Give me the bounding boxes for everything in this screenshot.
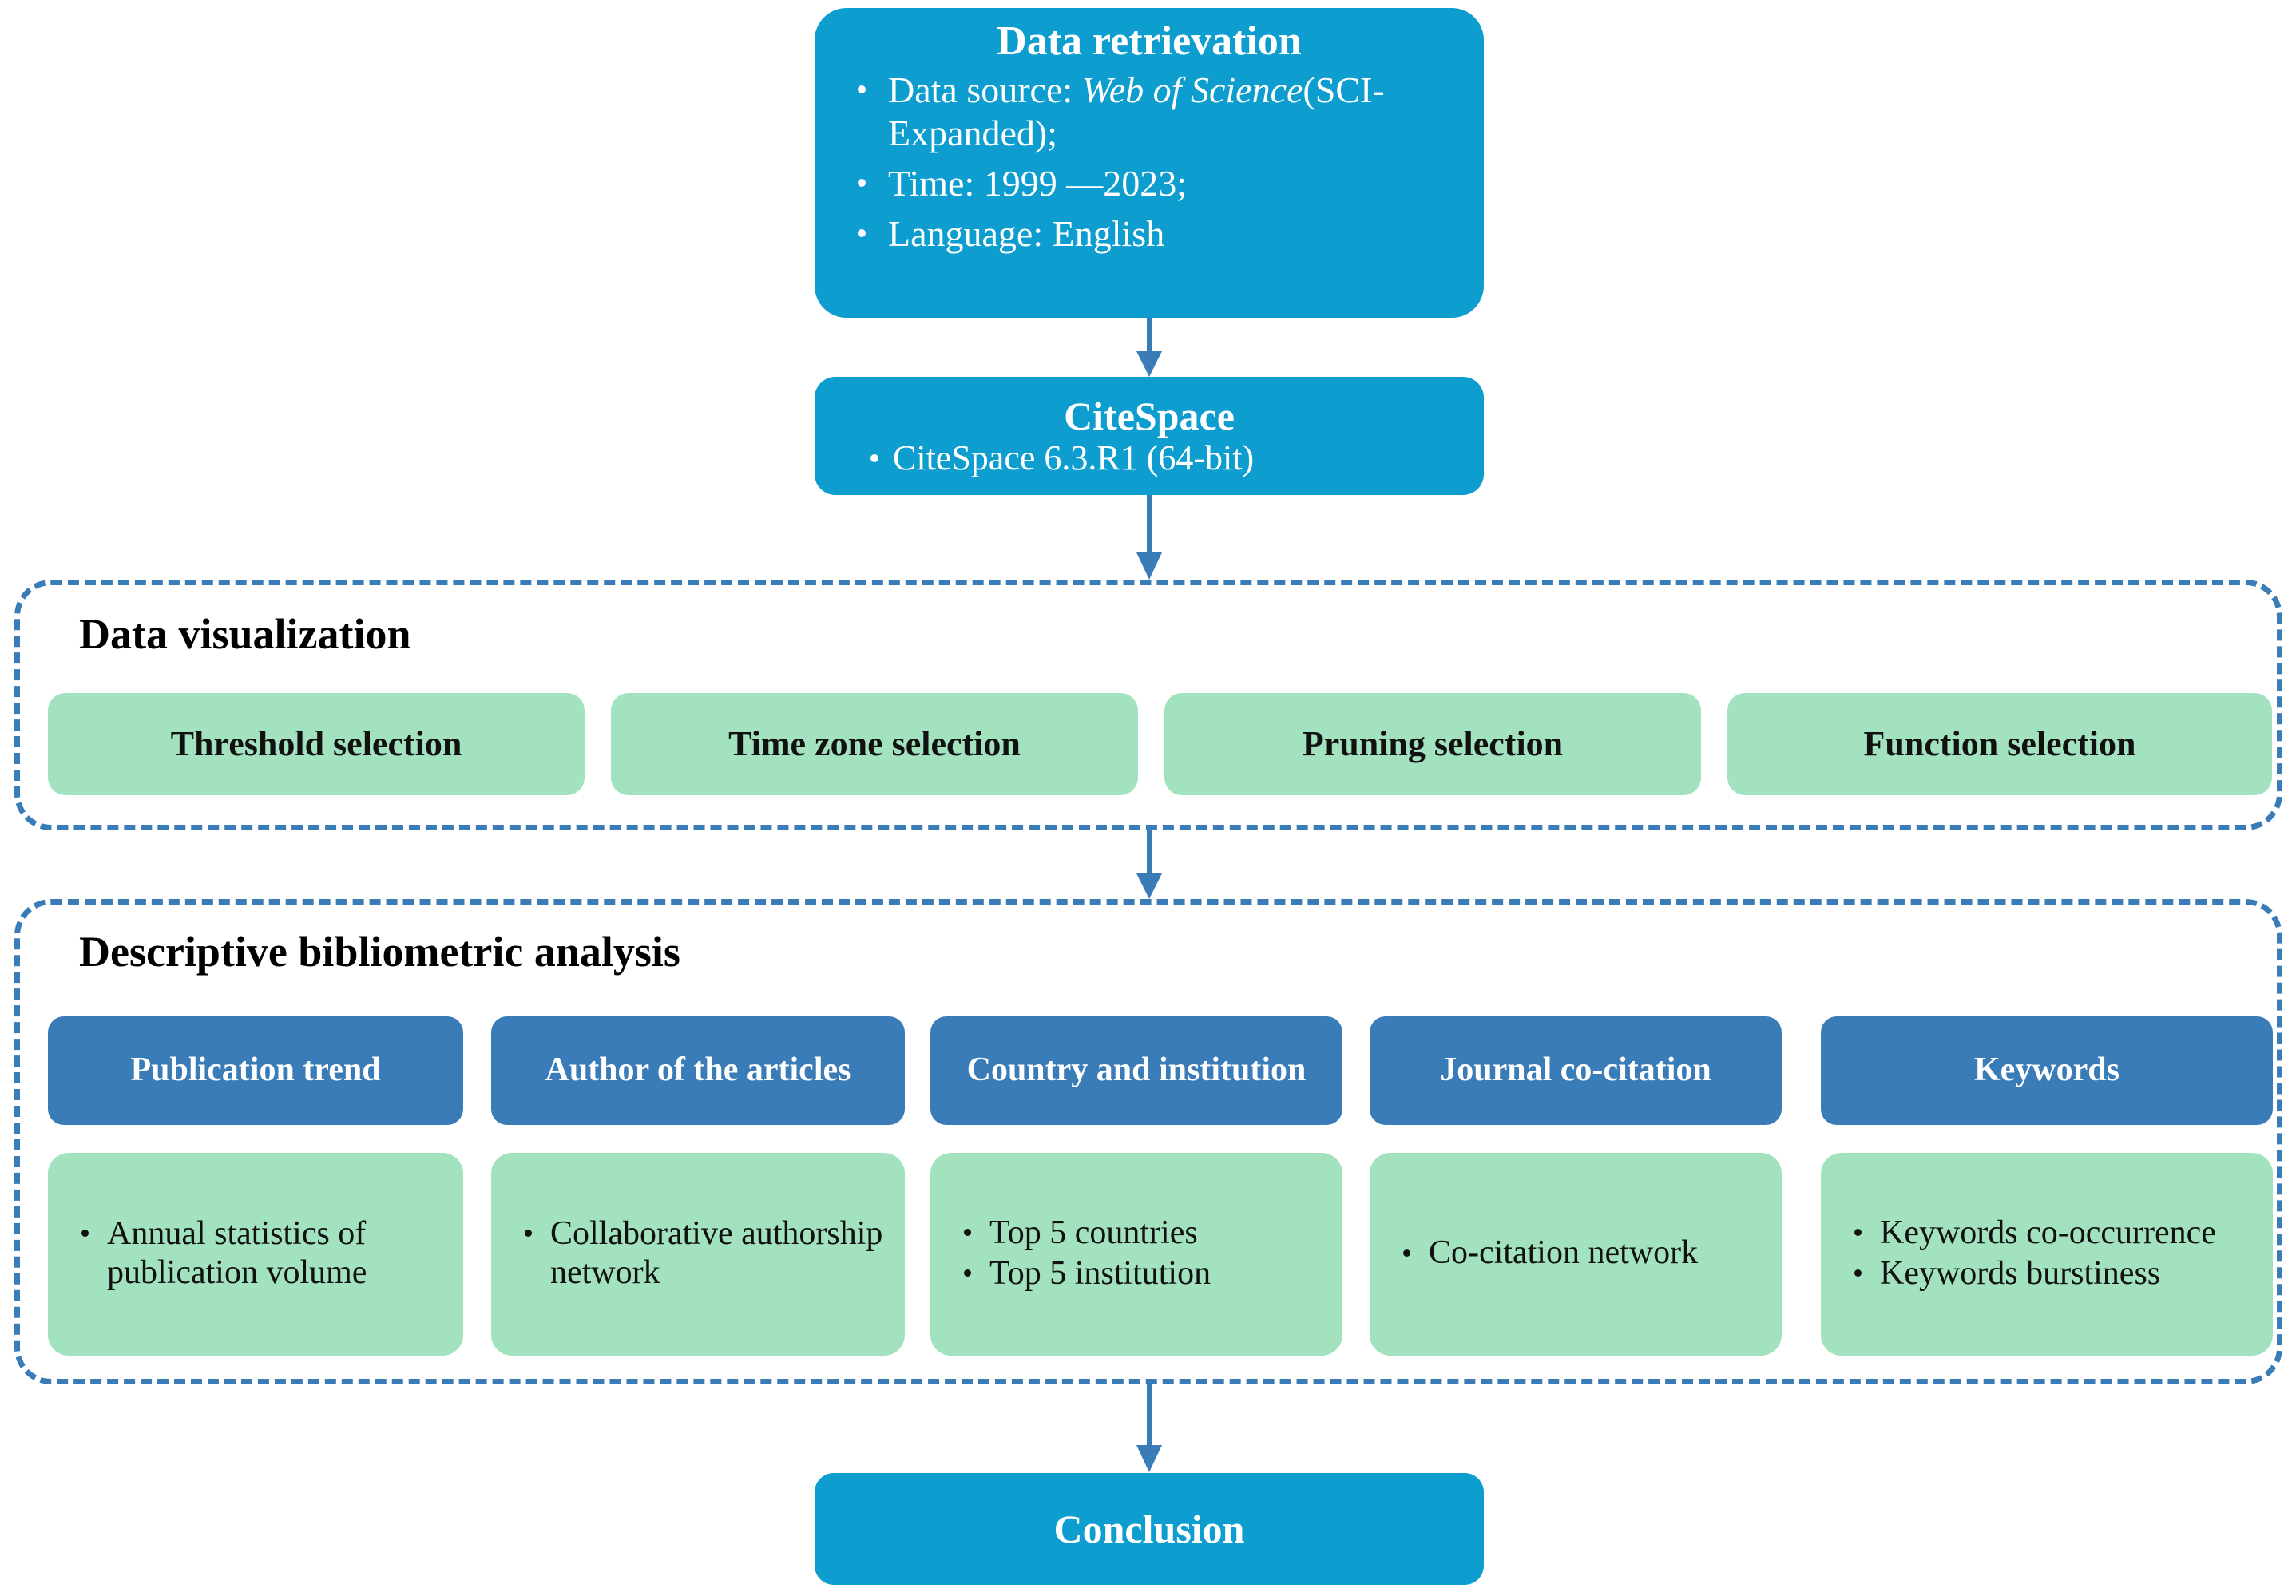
list-item: Collaborative authorship network xyxy=(498,1214,898,1293)
node-author-of-articles-body[interactable]: Collaborative authorship network xyxy=(491,1153,905,1356)
arrow-down-icon xyxy=(1125,495,1173,581)
bullet-dot-icon xyxy=(1403,1249,1410,1257)
list-item: Top 5 countries xyxy=(937,1214,1336,1253)
node-threshold-selection[interactable]: Threshold selection xyxy=(48,693,585,795)
node-data-retrieval-title: Data retrievation xyxy=(997,18,1302,64)
bullet-list: Collaborative authorship network xyxy=(498,1214,898,1294)
bullet-text: CiteSpace 6.3.R1 (64-bit) xyxy=(893,438,1255,478)
bullet-text-suffix: (SCI-Expanded); xyxy=(888,69,1385,153)
node-data-retrieval-bullets: Data source: Web of Science(SCI-Expanded… xyxy=(839,69,1460,263)
list-item-text: Keywords co-occurrence xyxy=(1880,1214,2216,1251)
bullet-time-range: Time: 1999 —2023; xyxy=(839,162,1460,204)
node-journal-cocitation-label: Journal co-citation xyxy=(1440,1051,1711,1089)
bullet-list: Top 5 countries Top 5 institution xyxy=(937,1214,1336,1295)
list-item-text: Top 5 countries xyxy=(989,1214,1198,1251)
bullet-text-prefix: Data source: xyxy=(888,69,1082,111)
bullet-language: Language: English xyxy=(839,212,1460,255)
bullet-dot-icon xyxy=(858,229,866,238)
bullet-dot-icon xyxy=(1854,1269,1862,1277)
bullet-dot-icon xyxy=(525,1230,532,1238)
bullet-text-italic: Web of Science xyxy=(1081,69,1303,111)
node-country-and-institution-header[interactable]: Country and institution xyxy=(930,1016,1342,1125)
node-time-zone-selection-label: Time zone selection xyxy=(728,724,1021,764)
node-function-selection[interactable]: Function selection xyxy=(1727,693,2272,795)
arrow-down-icon xyxy=(1125,1384,1173,1474)
node-time-zone-selection[interactable]: Time zone selection xyxy=(611,693,1138,795)
list-item-text: Collaborative authorship network xyxy=(550,1214,883,1291)
node-data-retrieval[interactable]: Data retrievation Data source: Web of Sc… xyxy=(815,8,1484,318)
arrow-down-icon xyxy=(1125,318,1173,378)
node-citespace-title: CiteSpace xyxy=(1064,394,1235,439)
list-item-text: Keywords burstiness xyxy=(1880,1255,2161,1292)
node-pruning-selection-label: Pruning selection xyxy=(1302,724,1564,764)
node-citespace[interactable]: CiteSpace CiteSpace 6.3.R1 (64-bit) xyxy=(815,377,1484,495)
node-publication-trend-header[interactable]: Publication trend xyxy=(48,1016,463,1125)
node-function-selection-label: Function selection xyxy=(1863,724,2136,764)
bullet-dot-icon xyxy=(964,1269,971,1277)
node-conclusion[interactable]: Conclusion xyxy=(815,1473,1484,1585)
node-publication-trend-body[interactable]: Annual statistics of publication volume xyxy=(48,1153,463,1356)
list-item: Top 5 institution xyxy=(937,1254,1336,1293)
node-author-of-articles-label: Author of the articles xyxy=(545,1051,851,1089)
bullet-dot-icon xyxy=(1854,1229,1862,1237)
bullet-citespace-version: CiteSpace 6.3.R1 (64-bit) xyxy=(851,438,1465,478)
arrow-down-icon xyxy=(1125,830,1173,901)
bullet-data-source: Data source: Web of Science(SCI-Expanded… xyxy=(839,69,1460,154)
node-conclusion-title: Conclusion xyxy=(1053,1507,1245,1551)
node-threshold-selection-label: Threshold selection xyxy=(170,724,462,764)
list-item: Keywords co-occurrence xyxy=(1827,1214,2266,1253)
node-pruning-selection[interactable]: Pruning selection xyxy=(1164,693,1701,795)
list-item: Keywords burstiness xyxy=(1827,1254,2266,1293)
bullet-dot-icon xyxy=(858,179,866,188)
list-item: Annual statistics of publication volume xyxy=(54,1214,457,1293)
node-publication-trend-label: Publication trend xyxy=(130,1051,381,1089)
bullet-list: Annual statistics of publication volume xyxy=(54,1214,457,1294)
node-keywords-header[interactable]: Keywords xyxy=(1821,1016,2273,1125)
bullet-text: Language: English xyxy=(888,213,1165,255)
bullet-dot-icon xyxy=(870,453,878,462)
list-item: Co-citation network xyxy=(1376,1234,1775,1273)
bullet-dot-icon xyxy=(81,1230,89,1238)
group-data-visualization-label: Data visualization xyxy=(79,610,411,658)
node-keywords-label: Keywords xyxy=(1974,1051,2120,1089)
group-analysis-label: Descriptive bibliometric analysis xyxy=(79,928,680,976)
node-country-and-institution-body[interactable]: Top 5 countries Top 5 institution xyxy=(930,1153,1342,1356)
bullet-list: Keywords co-occurrence Keywords burstine… xyxy=(1827,1214,2266,1295)
node-author-of-articles-header[interactable]: Author of the articles xyxy=(491,1016,905,1125)
node-keywords-body[interactable]: Keywords co-occurrence Keywords burstine… xyxy=(1821,1153,2273,1356)
list-item-text: Top 5 institution xyxy=(989,1255,1211,1292)
node-country-and-institution-label: Country and institution xyxy=(966,1051,1307,1089)
bullet-dot-icon xyxy=(858,85,866,94)
node-citespace-bullets: CiteSpace 6.3.R1 (64-bit) xyxy=(834,438,1465,478)
bullet-dot-icon xyxy=(964,1229,971,1237)
node-journal-cocitation-body[interactable]: Co-citation network xyxy=(1370,1153,1782,1356)
bullet-list: Co-citation network xyxy=(1376,1234,1775,1274)
list-item-text: Co-citation network xyxy=(1429,1234,1699,1272)
list-item-text: Annual statistics of publication volume xyxy=(107,1214,367,1291)
node-journal-cocitation-header[interactable]: Journal co-citation xyxy=(1370,1016,1782,1125)
bullet-text: Time: 1999 —2023; xyxy=(888,162,1188,204)
